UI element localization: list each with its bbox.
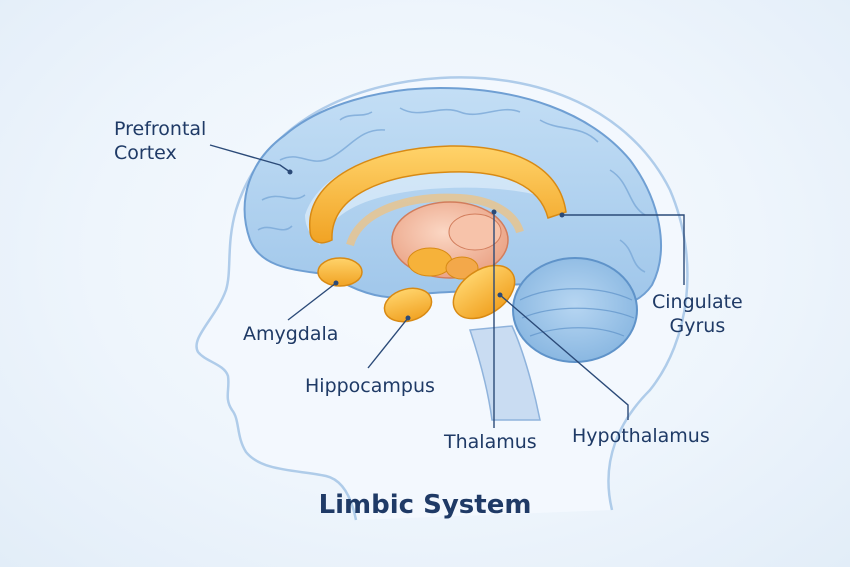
leader-amygdala [287,282,337,321]
leader-lines [209,144,685,428]
brain-stem [468,325,541,421]
leader-prefrontal [209,144,291,173]
label-amygdala: Amygdala [243,323,339,345]
diagram-title: Limbic System [318,490,532,520]
label-hypothalamus: Hypothalamus [572,425,710,447]
amygdala-shape [317,257,363,287]
label-prefrontal-line-2: Cortex [114,142,177,164]
label-cingulate-line-2: Gyrus [669,315,726,337]
label-prefrontal-line-1: Prefrontal [114,118,207,140]
leader-hypothalamus [499,294,629,420]
label-cingulate-gyrus: Cingulate Gyrus [652,290,743,338]
leader-hippocampus [367,317,409,369]
hippocampus-shape [383,287,433,323]
cingulate-gyrus-shape [309,145,567,244]
leader-cingulate [562,214,685,285]
label-cingulate-line-1: Cingulate [652,291,743,313]
hypothalamus-region-shape [452,264,516,320]
label-thalamus: Thalamus [444,431,537,453]
cortex-folds [257,107,646,273]
label-prefrontal-cortex: Prefrontal Cortex [114,117,206,165]
cerebellum [512,257,638,363]
label-hippocampus: Hippocampus [305,375,435,397]
